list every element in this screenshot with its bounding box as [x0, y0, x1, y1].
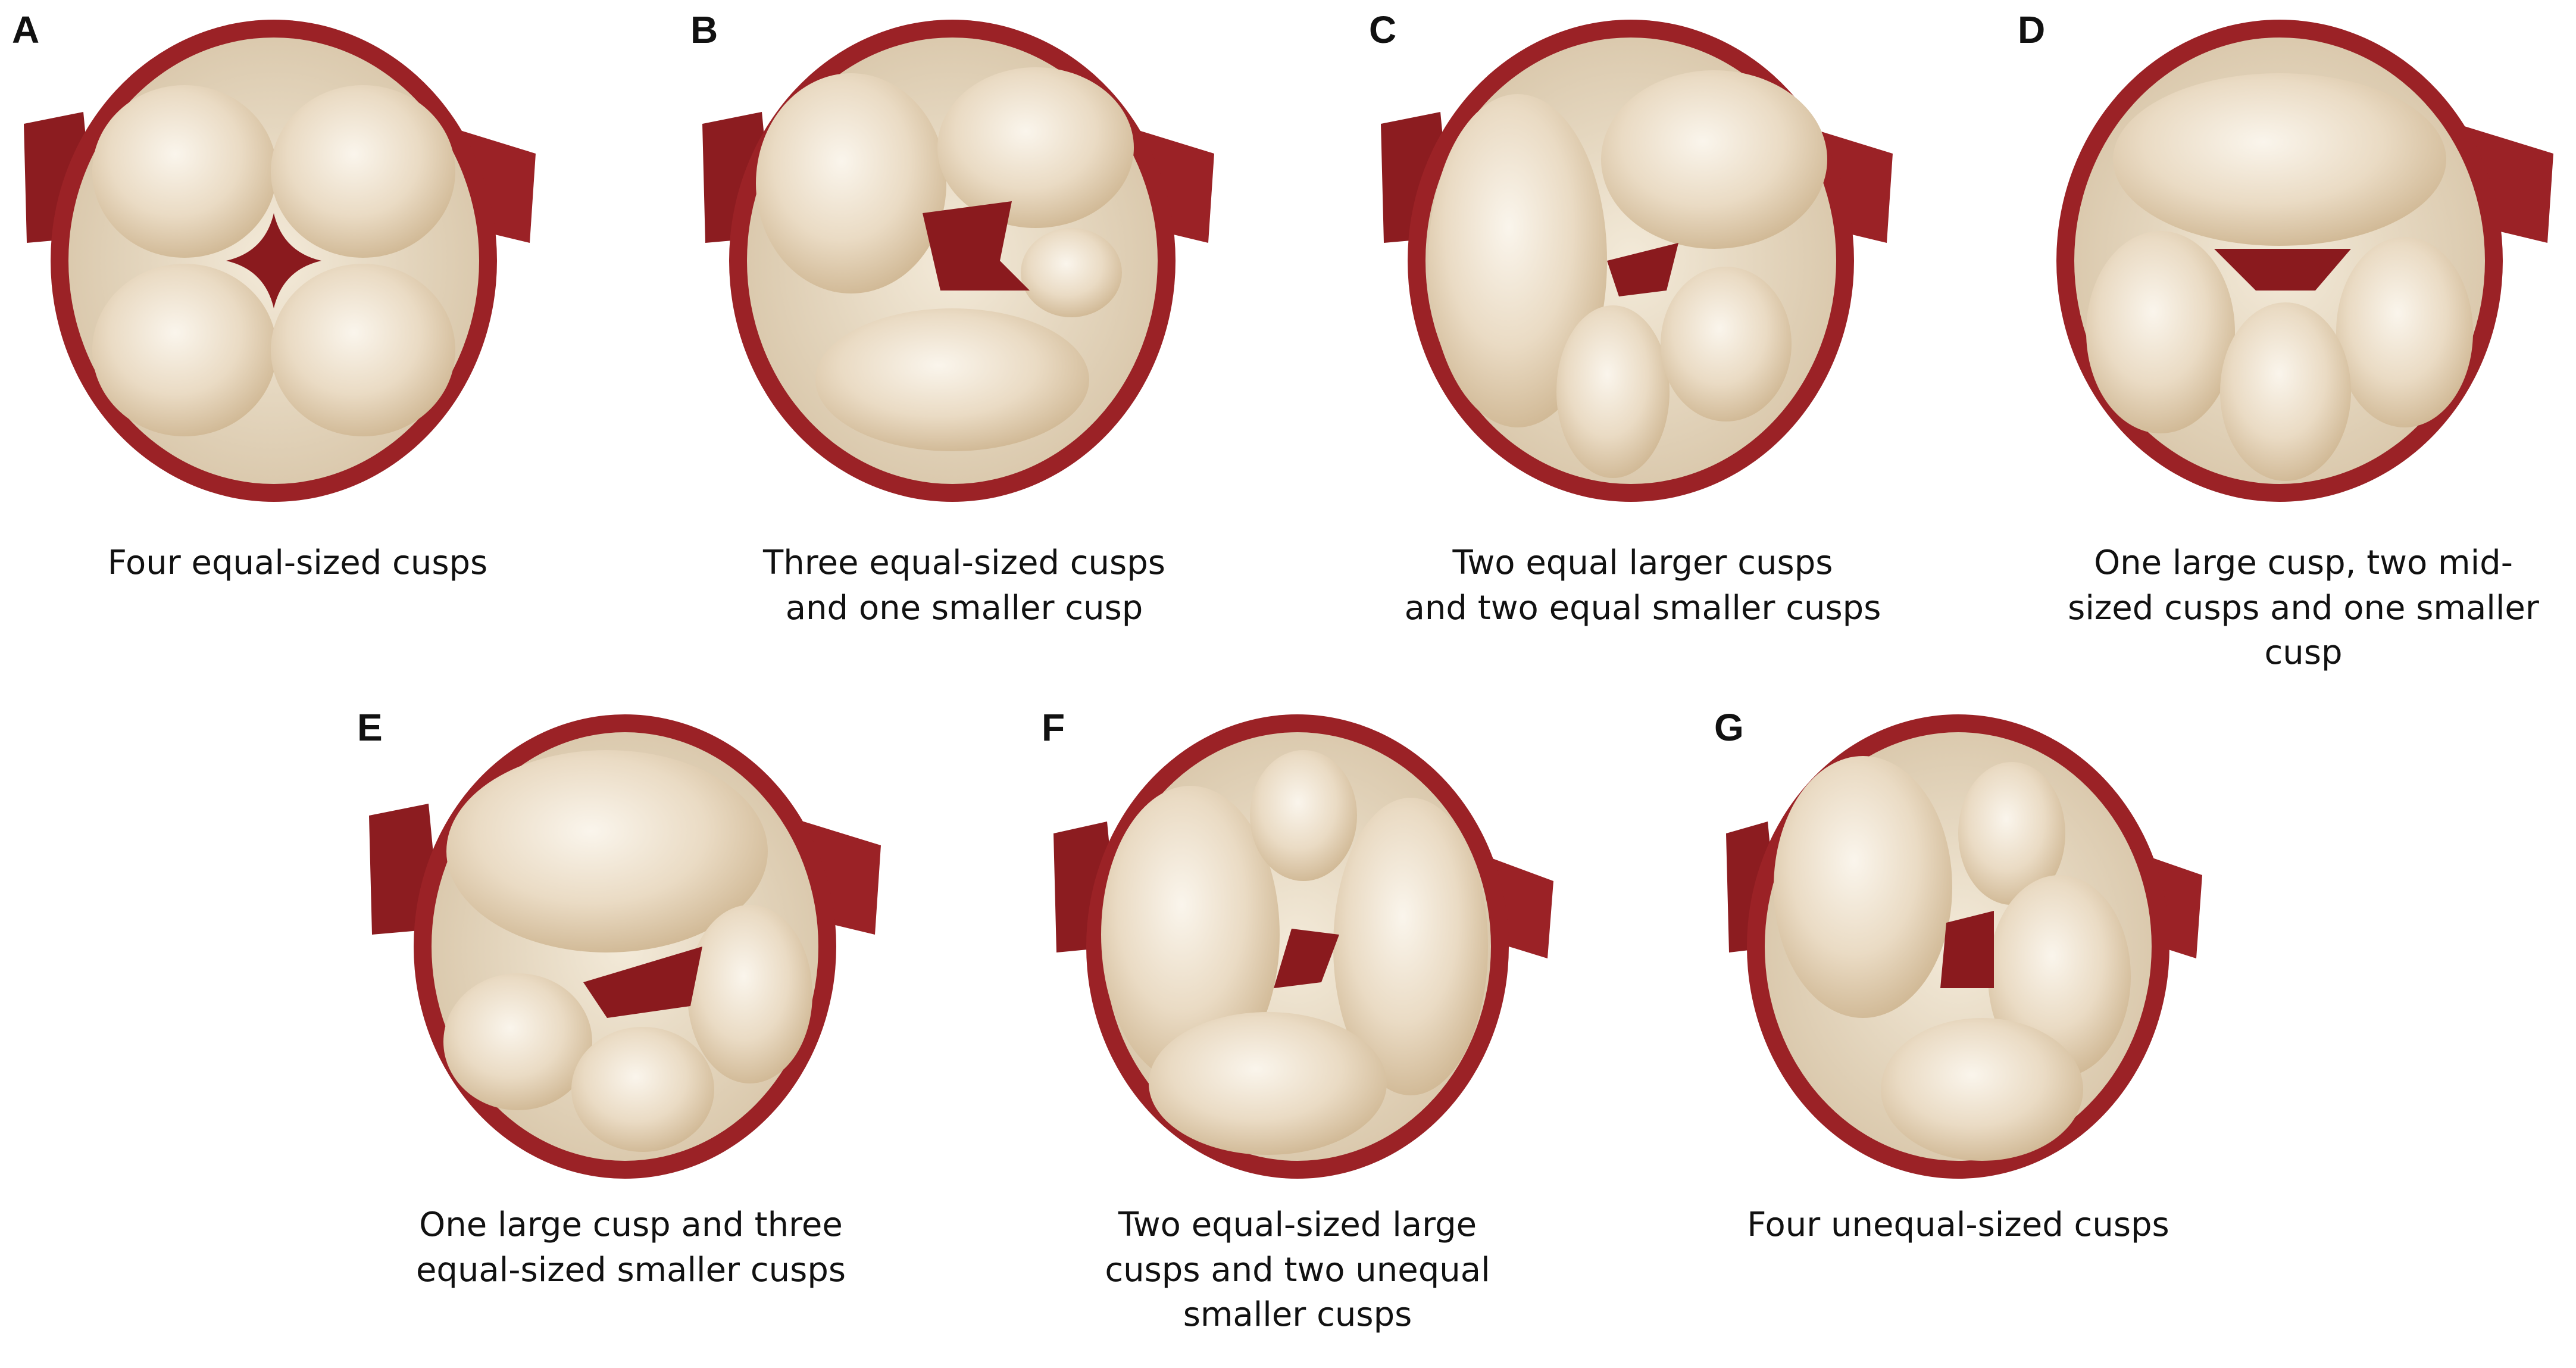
panel-caption: Two equal-sized large cusps and two uneq…: [1105, 1205, 1490, 1335]
cusp: [1428, 94, 1607, 427]
orifice: [226, 213, 321, 308]
valve-illustration-g: [1726, 714, 2202, 1179]
cusp: [1250, 750, 1357, 881]
panel-letter: C: [1369, 8, 1397, 51]
cusp: [271, 85, 455, 258]
panel-c: C Two equal larger cusps and two equal s…: [1369, 8, 1905, 627]
cusp: [1881, 1018, 2083, 1161]
panel-letter: B: [690, 8, 718, 51]
cusp: [1149, 1012, 1387, 1155]
panel-f: F Two equal-sized large cusps and two un…: [1042, 706, 1577, 1334]
cusp: [2113, 73, 2446, 246]
cusp: [1601, 70, 1827, 249]
panel-b: B Three equal-sized cusps and one smalle…: [690, 8, 1226, 627]
cusp: [1661, 267, 1792, 421]
cusp: [687, 905, 812, 1083]
panel-g: G Four unequal-sized cusps: [1714, 708, 2250, 1304]
valve-illustration-f: [1053, 714, 1553, 1179]
panel-d: D One large cusp, two mid- sized cusps a…: [2018, 8, 2565, 672]
panel-caption: Four unequal-sized cusps: [1747, 1205, 2169, 1244]
cusp: [2336, 237, 2473, 427]
cusp: [2220, 302, 2351, 481]
cusp: [1556, 305, 1670, 478]
panel-letter: G: [1714, 706, 1744, 749]
valve-illustration-d: [2056, 20, 2553, 502]
cusp: [937, 67, 1134, 228]
cusp: [92, 85, 277, 258]
panel-e: E One large cusp and three equal-sized s…: [357, 708, 893, 1304]
cusp: [1021, 228, 1122, 317]
panel-caption: One large cusp, two mid- sized cusps and…: [2068, 544, 2539, 673]
cusp: [1333, 798, 1488, 1095]
cusp: [1774, 756, 1952, 1018]
valve-illustration-c: [1381, 20, 1893, 502]
panel-caption: Four equal-sized cusps: [107, 544, 488, 582]
cusp: [571, 1027, 714, 1152]
panel-caption: Three equal-sized cusps and one smaller …: [763, 544, 1165, 627]
panel-a: A Four equal-sized cusps: [12, 11, 548, 606]
cusp: [1958, 762, 2065, 905]
panel-letter: A: [12, 8, 40, 51]
cusp: [1101, 786, 1280, 1083]
cusp: [815, 308, 1089, 451]
panel-letter: F: [1042, 706, 1065, 749]
panel-caption: Two equal larger cusps and two equal sma…: [1404, 544, 1881, 627]
panel-caption: One large cusp and three equal-sized sma…: [415, 1205, 846, 1289]
panel-letter: D: [2018, 8, 2046, 51]
cusp: [756, 73, 946, 293]
cusp: [271, 264, 455, 436]
valve-illustration-e: [369, 714, 881, 1179]
valve-illustration-a: [24, 20, 536, 502]
cusp: [446, 750, 768, 952]
cusp: [443, 973, 592, 1110]
panel-letter: E: [357, 706, 383, 749]
cusp: [92, 264, 277, 436]
cusp: [2086, 231, 2235, 433]
valve-illustration-b: [702, 20, 1214, 502]
